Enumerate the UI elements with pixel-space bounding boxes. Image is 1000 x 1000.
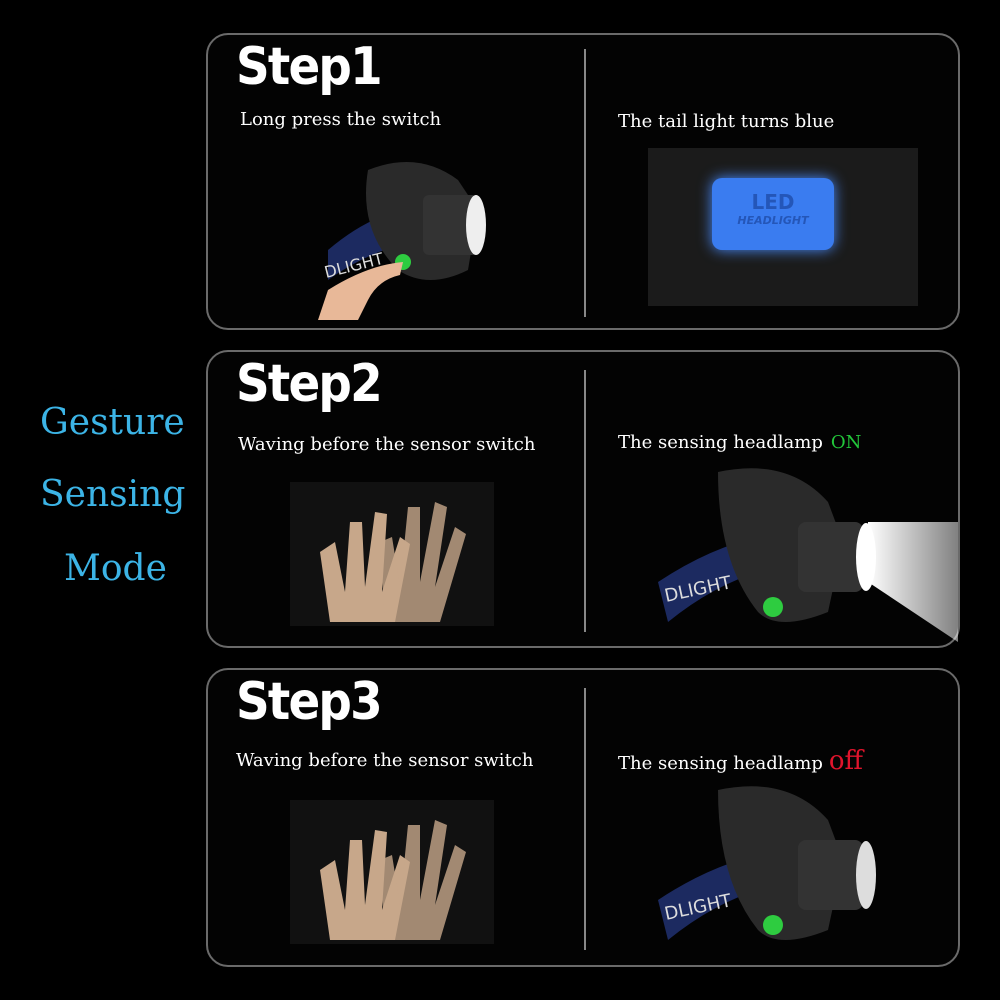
mode-title-line3: Mode — [64, 548, 167, 589]
step3-title: Step3 — [236, 672, 383, 732]
step2-title: Step2 — [236, 354, 383, 414]
step3-panel: Step3 Waving before the sensor switch Th… — [206, 668, 960, 967]
tail-light-image: LED HEADLIGHT — [648, 148, 918, 306]
divider — [584, 49, 586, 317]
waving-hands-image — [290, 482, 494, 626]
step2-left-caption: Waving before the sensor switch — [238, 434, 536, 455]
state-on: ON — [830, 432, 862, 453]
step1-right-caption: The tail light turns blue — [618, 111, 835, 132]
step2-panel: Step2 Waving before the sensor switch Th… — [206, 350, 960, 648]
headlamp-off-image: DLIGHT — [658, 786, 876, 940]
step3-left-caption: Waving before the sensor switch — [236, 750, 534, 771]
step1-panel: Step1 Long press the switch The tail lig… — [206, 33, 960, 330]
led-sublabel: HEADLIGHT — [737, 214, 809, 227]
step1-left-caption: Long press the switch — [240, 109, 442, 130]
headlamp-press-image: DLIGHT — [318, 162, 486, 320]
state-off: off — [828, 746, 863, 776]
step1-title: Step1 — [236, 37, 383, 97]
divider — [584, 370, 586, 632]
headlamp-on-image: DLIGHT — [658, 468, 958, 642]
mode-title-line1: Gesture — [40, 402, 185, 443]
waving-hands-image — [290, 800, 494, 944]
led-label: LED — [751, 190, 795, 214]
mode-title-line2: Sensing — [40, 474, 186, 515]
divider — [584, 688, 586, 950]
